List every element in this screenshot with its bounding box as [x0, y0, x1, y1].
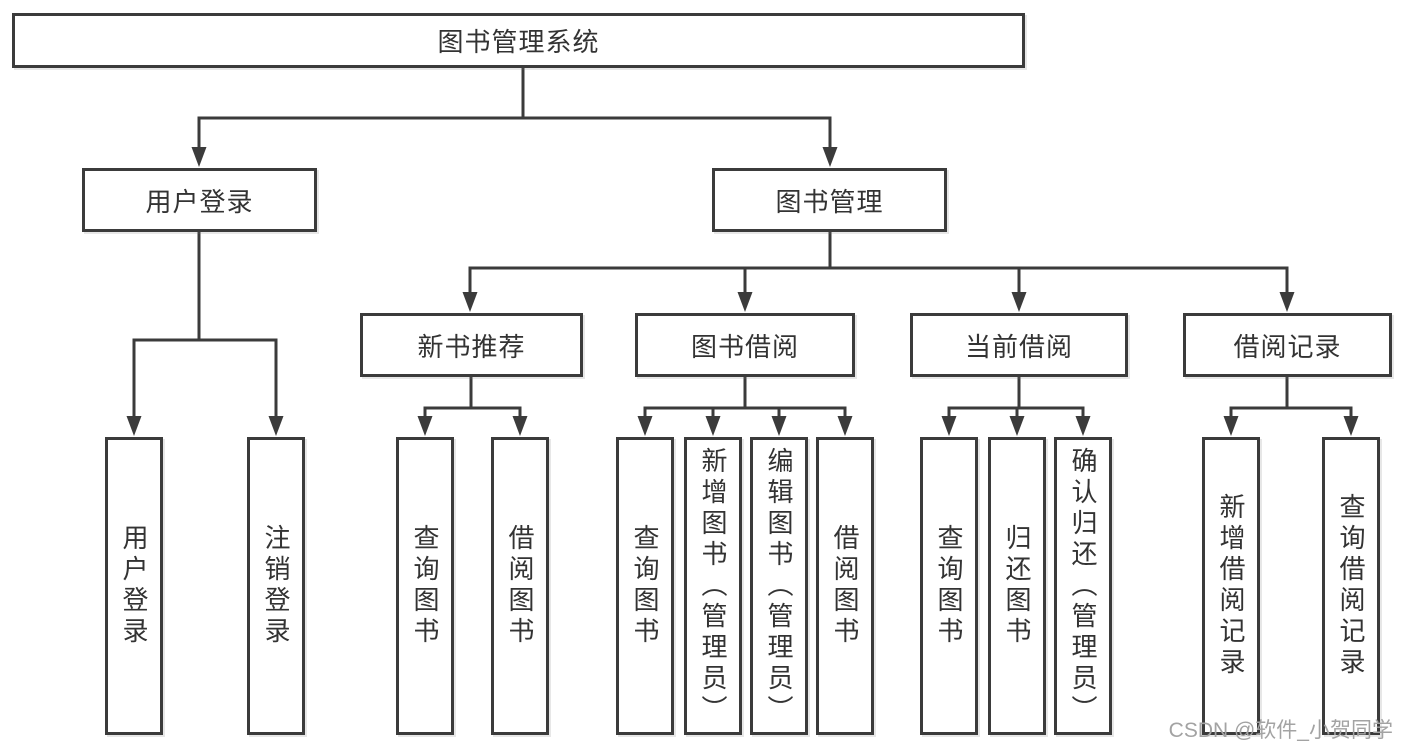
node-leaf-add-books-admin: 新增图书（管理员）: [684, 437, 742, 735]
node-label: 查询借阅记录: [1336, 493, 1366, 679]
node-label: 图书借阅: [690, 331, 799, 362]
node-label: 归还图书: [1002, 524, 1032, 648]
node-leaf-borrow-books: 借阅图书: [816, 437, 874, 735]
node-borrowing-records: 借阅记录: [1183, 313, 1392, 377]
node-label: 借阅图书: [830, 524, 860, 648]
node-leaf-borrow-books-recommend: 借阅图书: [491, 437, 549, 735]
node-label: 查询图书: [630, 524, 660, 648]
node-label: 查询图书: [410, 524, 440, 648]
node-leaf-add-borrow-record: 新增借阅记录: [1202, 437, 1260, 735]
node-label: 编辑图书（管理员）: [764, 446, 794, 726]
node-leaf-return-books: 归还图书: [988, 437, 1046, 735]
node-leaf-confirm-return-admin: 确认归还（管理员）: [1054, 437, 1112, 735]
node-label: 借阅图书: [505, 524, 535, 648]
node-new-book-recommend: 新书推荐: [360, 313, 583, 377]
node-label: 图书管理: [775, 186, 884, 217]
node-leaf-query-books-borrowing: 查询图书: [616, 437, 674, 735]
node-label: 新增借阅记录: [1216, 493, 1246, 679]
node-label: 用户登录: [119, 524, 149, 648]
node-label: 新增图书（管理员）: [698, 446, 728, 726]
node-user-login-module: 用户登录: [82, 168, 317, 232]
node-leaf-logout: 注销登录: [247, 437, 305, 735]
node-label: 用户登录: [145, 186, 254, 217]
node-label: 当前借阅: [964, 331, 1073, 362]
node-label: 新书推荐: [417, 331, 526, 362]
node-leaf-query-borrow-record: 查询借阅记录: [1322, 437, 1380, 735]
node-label: 确认归还（管理员）: [1068, 446, 1098, 726]
node-label: 借阅记录: [1233, 331, 1342, 362]
node-label: 图书管理系统: [437, 27, 600, 57]
csdn-watermark: CSDN @软件_小贺同学: [1168, 719, 1393, 742]
node-label: 注销登录: [261, 524, 291, 648]
node-system-root: 图书管理系统: [12, 13, 1025, 68]
node-leaf-user-login: 用户登录: [105, 437, 163, 735]
node-current-borrowing: 当前借阅: [910, 313, 1128, 377]
node-leaf-query-books-recommend: 查询图书: [396, 437, 454, 735]
node-book-borrowing: 图书借阅: [635, 313, 855, 377]
node-label: 查询图书: [934, 524, 964, 648]
node-leaf-edit-books-admin: 编辑图书（管理员）: [750, 437, 808, 735]
node-book-management-module: 图书管理: [712, 168, 947, 232]
node-leaf-query-books-current: 查询图书: [920, 437, 978, 735]
